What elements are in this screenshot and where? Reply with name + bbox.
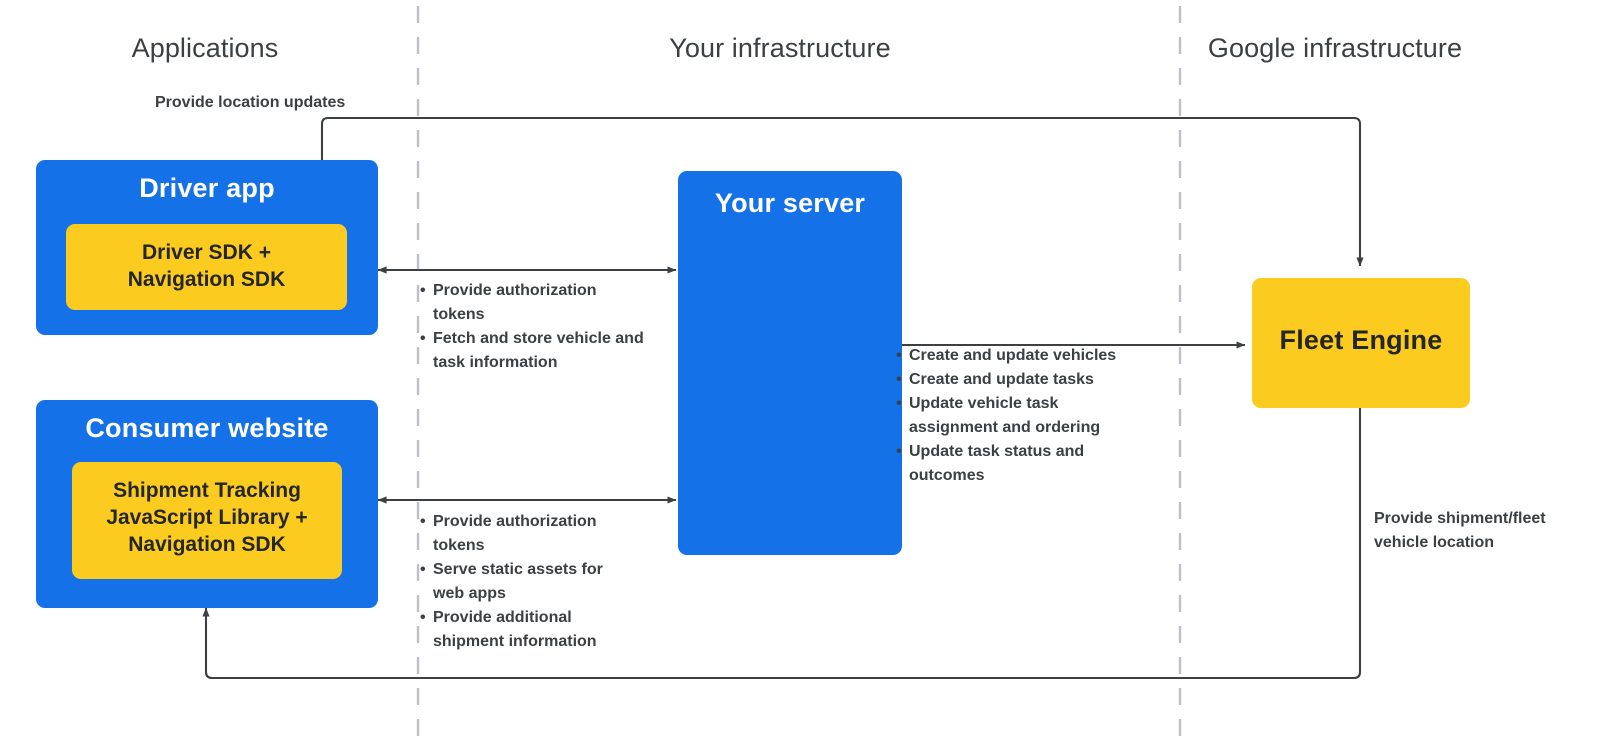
node-your-server-title: Your server xyxy=(714,188,866,218)
node-shipment-tracking-line2: JavaScript Library + xyxy=(106,506,308,529)
list-item: Update vehicle task assignment and order… xyxy=(896,392,1148,440)
zone-title-google-infrastructure: Google infrastructure xyxy=(1207,33,1463,63)
edge-label-provide-shipment-fleet-vehicle-location: Provide shipment/fleet vehicle location xyxy=(1374,507,1546,555)
node-driver-app[interactable]: Driver app Driver SDK + Navigation SDK xyxy=(36,160,378,335)
edge-label-provide-location-updates: Provide location updates xyxy=(155,94,346,111)
node-consumer-website-title: Consumer website xyxy=(85,413,329,443)
list-item: Create and update vehicles xyxy=(896,344,1148,368)
node-driver-sdk-line2: Navigation SDK xyxy=(127,268,286,291)
edge-bullets-your-server-to-fleet-engine: Create and update vehicles Create and up… xyxy=(896,344,1148,488)
list-item: Provide additional shipment information xyxy=(420,606,635,654)
node-shipment-tracking-library[interactable]: Shipment Tracking JavaScript Library + N… xyxy=(72,462,342,579)
node-shipment-tracking-line3: Navigation SDK xyxy=(128,533,286,556)
list-item: Create and update tasks xyxy=(896,368,1148,392)
edge-label-line2: vehicle location xyxy=(1374,534,1495,551)
zone-title-applications: Applications xyxy=(131,33,279,63)
zone-title-your-infrastructure: Your infrastructure xyxy=(669,33,891,63)
node-fleet-engine-title: Fleet Engine xyxy=(1279,325,1443,355)
list-item: Serve static assets for web apps xyxy=(420,558,635,606)
edge-bullets-consumer-website-to-your-server: Provide authorization tokens Serve stati… xyxy=(420,510,635,654)
node-driver-app-title: Driver app xyxy=(139,173,275,203)
node-your-server[interactable]: Your server xyxy=(678,171,902,555)
node-driver-sdk[interactable]: Driver SDK + Navigation SDK xyxy=(66,224,347,310)
list-item: Update task status and outcomes xyxy=(896,440,1148,488)
node-driver-sdk-line1: Driver SDK + xyxy=(142,241,271,264)
node-shipment-tracking-line1: Shipment Tracking xyxy=(113,479,301,502)
list-item: Provide authorization tokens xyxy=(420,279,652,327)
list-item: Provide authorization tokens xyxy=(420,510,635,558)
edge-bullets-driver-app-to-your-server: Provide authorization tokens Fetch and s… xyxy=(420,279,652,375)
edge-label-line1: Provide shipment/fleet xyxy=(1374,510,1546,527)
node-consumer-website[interactable]: Consumer website Shipment Tracking JavaS… xyxy=(36,400,378,608)
node-fleet-engine[interactable]: Fleet Engine xyxy=(1252,278,1470,408)
list-item: Fetch and store vehicle and task informa… xyxy=(420,327,652,375)
